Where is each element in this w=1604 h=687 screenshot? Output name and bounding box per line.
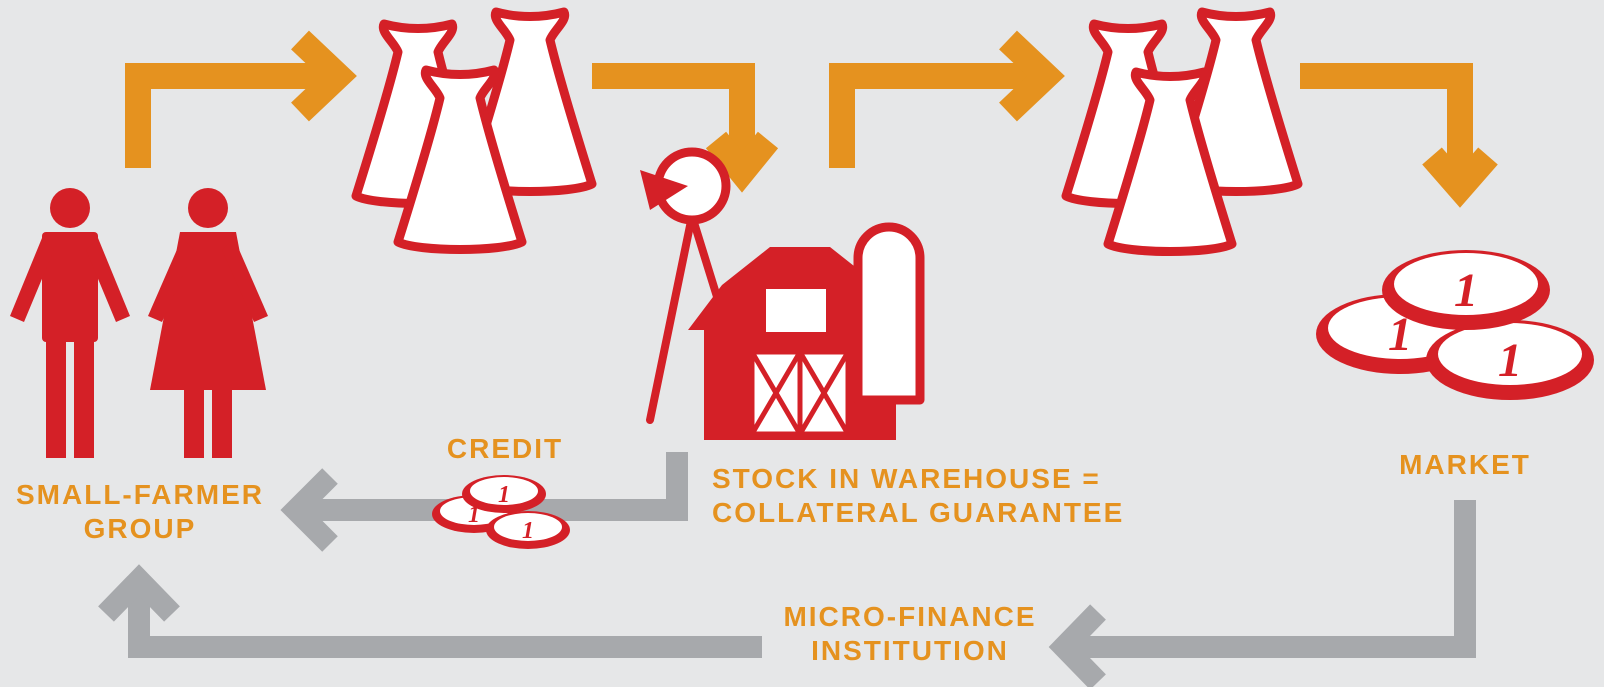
coin-value: 1 [1454,264,1478,317]
grain-sacks-icon [1066,12,1298,252]
person-woman-icon [148,188,268,458]
coins-icon: 1 1 1 [432,475,570,549]
label-line: SMALL-FARMER [16,479,264,510]
scale-icon [640,147,731,424]
label-line: STOCK IN WAREHOUSE = [712,463,1101,494]
grain-sacks-icon [356,12,592,250]
coin-value: 1 [1498,334,1522,387]
silo-icon [853,222,925,405]
label-line: MARKET [1399,449,1531,480]
coin-value: 1 [522,518,534,544]
coin-value: 1 [498,482,510,508]
arrow-icon-sacks-to-warehouse [592,63,779,193]
label-line: GROUP [83,513,197,544]
arrow-icon-warehouse-to-sacks [829,30,1065,168]
label-micro-finance-institution: MICRO-FINANCE INSTITUTION [770,600,1050,668]
arrow-icon-market-to-mfi [1048,500,1476,687]
label-warehouse: STOCK IN WAREHOUSE = COLLATERAL GUARANTE… [712,462,1132,530]
label-line: CREDIT [446,433,564,464]
label-line: COLLATERAL GUARANTEE [712,497,1125,528]
person-man-icon [10,188,130,458]
label-credit: CREDIT [430,432,580,466]
coins-icon: 1 1 1 [1316,250,1594,400]
label-line: INSTITUTION [811,635,1009,666]
arrow-icon-mfi-to-farmer [98,564,762,658]
arrow-icon-farmer-to-sacks [125,30,357,168]
label-market: MARKET [1380,448,1550,482]
arrow-icon-credit-to-farmer [280,452,688,552]
arrow-icon-sacks-to-market [1300,63,1498,208]
label-small-farmer-group: SMALL-FARMER GROUP [0,478,280,546]
label-line: MICRO-FINANCE [783,601,1037,632]
